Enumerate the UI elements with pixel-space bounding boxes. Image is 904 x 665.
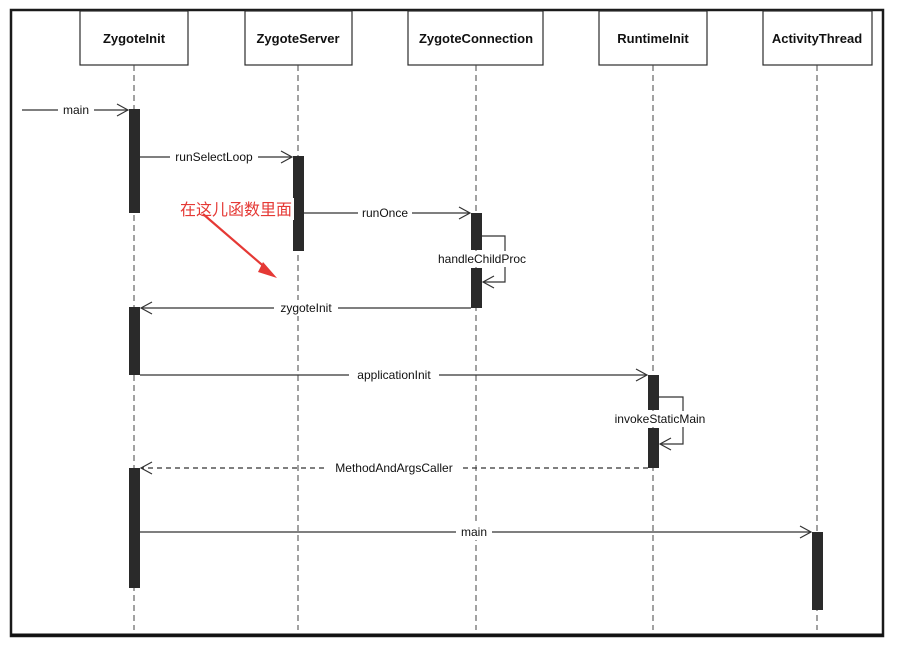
message-runselectloop: runSelectLoop [140, 149, 294, 165]
arrow-head-icon [799, 525, 813, 539]
message-main-activitythread: main [140, 524, 813, 540]
message-applicationinit: applicationInit [140, 367, 649, 383]
annotation: 在这儿函数里面 [178, 198, 294, 278]
activation-bar-zygoteconnection-2 [471, 268, 482, 308]
arrow-head-icon [116, 103, 130, 117]
message-label-bg [170, 149, 258, 165]
message-label-methodandargscaller: MethodAndArgsCaller [335, 461, 452, 475]
message-label-handlechildproc: handleChildProc [438, 252, 526, 266]
message-label-bg [274, 300, 338, 316]
message-label-bg [327, 460, 461, 476]
message-label-bg [58, 102, 94, 118]
arrow-head-icon [458, 206, 472, 220]
message-runonce: runOnce [304, 205, 472, 221]
arrow-head-icon [481, 275, 495, 289]
activation-bar-zygoteinit-2 [129, 307, 140, 375]
message-label-bg [432, 251, 532, 267]
activation-bar-runtimeinit-1 [648, 375, 659, 410]
lifeline-runtimeinit: RuntimeInit [598, 10, 708, 630]
message-label-main: main [63, 103, 89, 117]
annotation-arrow-line [202, 213, 269, 271]
lifeline-activitythread: ActivityThread [762, 10, 873, 630]
lifeline-title-activitythread: ActivityThread [772, 31, 862, 46]
activation-bar-zygoteconnection-1 [471, 213, 482, 250]
message-label-bg [607, 411, 713, 427]
lifeline-header-box [244, 10, 353, 66]
message-invokestaticmain: invokeStaticMain [607, 396, 713, 451]
annotation-bg [178, 198, 294, 220]
activation-bar-zygoteinit-3 [129, 468, 140, 588]
lifeline-title-zygoteinit: ZygoteInit [103, 31, 166, 46]
lifeline-title-zygoteconnection: ZygoteConnection [419, 31, 533, 46]
message-main-entry: main [22, 102, 130, 118]
annotation-text: 在这儿函数里面 [180, 200, 292, 219]
message-label-runselectloop: runSelectLoop [175, 150, 253, 164]
message-label-main-activitythread: main [461, 525, 487, 539]
lifeline-title-runtimeinit: RuntimeInit [617, 31, 689, 46]
arrow-head-icon [635, 368, 649, 382]
arrow-head-icon [139, 301, 153, 315]
message-label-zygoteinit: zygoteInit [280, 301, 332, 315]
lifeline-title-zygoteserver: ZygoteServer [256, 31, 339, 46]
lifeline-zygoteserver: ZygoteServer [244, 10, 353, 630]
lifeline-zygoteinit: ZygoteInit [79, 10, 189, 630]
message-handlechildproc: handleChildProc [432, 235, 532, 289]
activation-bar-activitythread [812, 532, 823, 610]
arrow-head-icon [658, 437, 672, 451]
annotation-arrow-head-icon [258, 262, 277, 278]
arrow-head-icon [139, 461, 153, 475]
message-label-bg [349, 367, 439, 383]
message-label-applicationinit: applicationInit [357, 368, 431, 382]
message-label-bg [358, 205, 412, 221]
message-label-runonce: runOnce [362, 206, 408, 220]
message-label-bg [456, 524, 492, 540]
diagram-border [9, 8, 885, 638]
message-methodandargscaller: MethodAndArgsCaller [139, 460, 648, 476]
message-label-invokestaticmain: invokeStaticMain [615, 412, 706, 426]
activation-bar-zygoteserver [293, 156, 304, 251]
arrow-head-icon [280, 150, 294, 164]
activation-bar-runtimeinit-2 [648, 428, 659, 468]
activation-bar-zygoteinit-1 [129, 109, 140, 213]
message-zygoteinit: zygoteInit [139, 300, 471, 316]
lifeline-header-box [762, 10, 873, 66]
